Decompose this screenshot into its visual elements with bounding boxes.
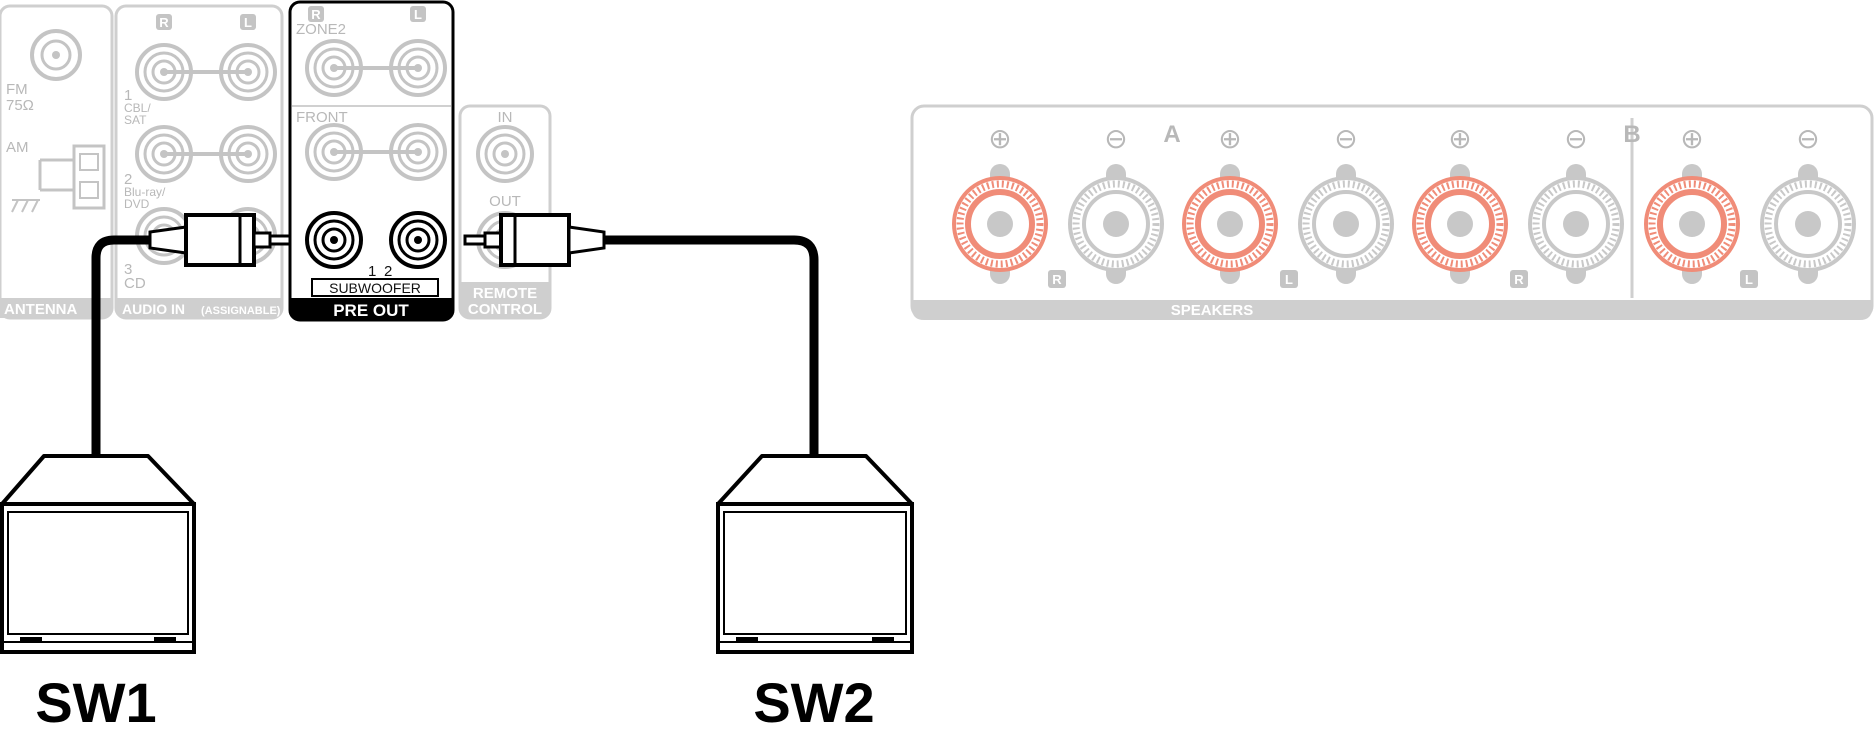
speaker-pair-4: ⊕ ⊖ L: [1646, 123, 1854, 288]
speaker-terminal-plus-1: [954, 164, 1046, 284]
plus-sign-3: ⊕: [1448, 123, 1471, 154]
audio-in-2-l-jack: [219, 125, 277, 183]
speaker-pair-3: ⊕ ⊖ R: [1414, 123, 1622, 288]
minus-sign-4: ⊖: [1796, 123, 1819, 154]
cable-sw2: [463, 213, 819, 458]
speaker-pair-2: ⊕ ⊖ L: [1184, 123, 1392, 288]
pre-out-title: PRE OUT: [333, 301, 409, 320]
speaker-terminal-plus-2: [1184, 164, 1276, 284]
subwoofer-1-jack[interactable]: [305, 211, 363, 269]
pre-out-section: R L ZONE2 FRONT 1 2 SUBWOOFER PRE OUT: [288, 0, 455, 322]
antenna-section: FM 75Ω AM ANTENNA: [0, 4, 114, 320]
speaker-pair-1: ⊕ ⊖ R: [954, 123, 1162, 288]
remote-title-a: REMOTE: [473, 285, 537, 302]
speaker-terminal-minus-4: [1762, 164, 1854, 284]
speaker-terminal-minus-3: [1530, 164, 1622, 284]
pre-out-r-badge: R: [311, 7, 321, 22]
speaker-badge-1: R: [1052, 272, 1062, 287]
remote-in-jack: [476, 125, 534, 183]
audio-in-1-name-b: SAT: [124, 113, 147, 127]
plus-sign-2: ⊕: [1218, 123, 1241, 154]
speaker-terminal-plus-4: [1646, 164, 1738, 284]
front-l-jack: [389, 123, 447, 181]
audio-in-3-name: CD: [124, 275, 146, 292]
minus-sign-3: ⊖: [1564, 123, 1587, 154]
am-label: AM: [6, 139, 29, 156]
fm-ohm-label: 75Ω: [6, 97, 34, 114]
remote-in-label: IN: [498, 109, 513, 126]
sw1-label: SW1: [35, 671, 156, 734]
subwoofer-1-num: 1: [368, 263, 376, 280]
speaker-badge-3: R: [1514, 272, 1524, 287]
speaker-terminal-minus-1: [1070, 164, 1162, 284]
audio-in-1-name-a: CBL/: [124, 101, 151, 115]
minus-sign-2: ⊖: [1334, 123, 1357, 154]
plus-sign-4: ⊕: [1680, 123, 1703, 154]
sw2-label: SW2: [753, 671, 874, 734]
audio-in-1-r-jack: [135, 43, 193, 101]
audio-in-title: AUDIO IN: [122, 301, 185, 317]
minus-sign-1: ⊖: [1104, 123, 1127, 154]
pre-out-l-badge: L: [414, 7, 422, 22]
speaker-terminal-minus-2: [1300, 164, 1392, 284]
subwoofer-2-num: 2: [384, 263, 392, 280]
audio-in-3-num: 3: [124, 261, 132, 278]
zone2-r-jack: [305, 39, 363, 97]
front-label: FRONT: [296, 109, 348, 126]
speaker-badge-4: L: [1745, 272, 1753, 287]
speaker-group-a-label: A: [1163, 121, 1180, 148]
speaker-badge-2: L: [1285, 272, 1293, 287]
audio-in-1-num: 1: [124, 87, 132, 104]
speakers-section: A B ⊕ ⊖ R ⊕ ⊖ L ⊕ ⊖ R ⊕ ⊖: [910, 104, 1874, 320]
antenna-title: ANTENNA: [4, 301, 77, 318]
audio-in-2-num: 2: [124, 171, 132, 188]
audio-in-section: R L 1 CBL/ SAT 2 Blu-ray/ DVD 3 CD AUDIO…: [114, 4, 284, 320]
zone2-l-jack: [389, 39, 447, 97]
audio-in-r-badge: R: [159, 15, 169, 30]
remote-control-section: IN OUT REMOTE CONTROL: [458, 104, 552, 320]
audio-in-1-l-jack: [219, 43, 277, 101]
speaker-terminal-plus-3: [1414, 164, 1506, 284]
subwoofer-2-jack[interactable]: [389, 211, 447, 269]
cable-sw1: [91, 213, 292, 458]
speaker-group-b-label: B: [1623, 121, 1640, 148]
plus-sign-1: ⊕: [988, 123, 1011, 154]
audio-in-l-badge: L: [244, 15, 252, 30]
audio-in-2-name-b: DVD: [124, 197, 150, 211]
audio-in-2-name-a: Blu-ray/: [124, 185, 166, 199]
speakers-title: SPEAKERS: [1171, 302, 1254, 319]
front-r-jack: [305, 123, 363, 181]
audio-in-2-r-jack: [135, 125, 193, 183]
zone2-label: ZONE2: [296, 21, 346, 38]
subwoofer-sw2: [716, 454, 914, 654]
audio-in-title-assignable: (ASSIGNABLE): [201, 305, 281, 317]
fm-label: FM: [6, 81, 28, 98]
remote-out-label: OUT: [489, 193, 521, 210]
subwoofer-label: SUBWOOFER: [329, 280, 421, 296]
subwoofer-sw1: [0, 454, 196, 654]
remote-title-b: CONTROL: [468, 301, 542, 318]
